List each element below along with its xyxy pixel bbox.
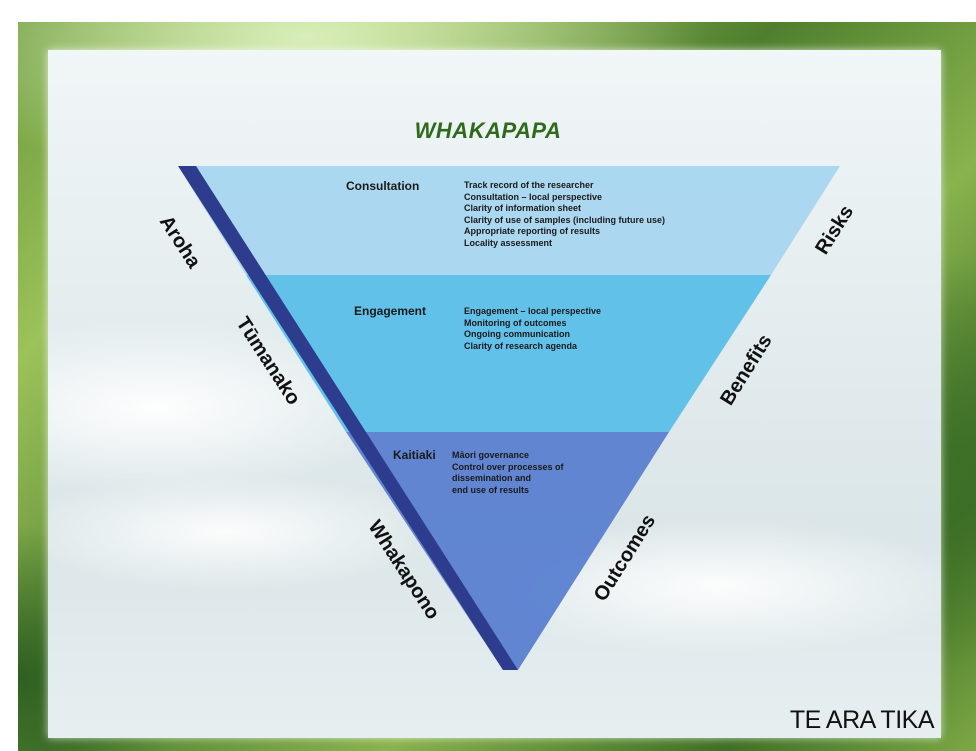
diagram-title: WHAKAPAPA xyxy=(414,118,562,143)
list-item: Māori governance xyxy=(452,450,530,460)
consultation-item-list: Track record of the researcher Consultat… xyxy=(464,180,665,249)
kaitiaki-item-list: Māori governance Control over processes … xyxy=(452,450,564,496)
left-edge-band xyxy=(178,166,518,670)
list-item: Clarity of information sheet xyxy=(464,203,582,213)
list-item: Engagement – local perspective xyxy=(464,306,602,316)
layer-title-kaitiaki: Kaitiaki xyxy=(393,448,436,462)
layer-title-consultation: Consultation xyxy=(346,179,420,193)
list-item: dissemination and xyxy=(452,473,532,483)
list-item: Clarity of use of samples (including fut… xyxy=(464,214,666,225)
layer-consultation-shape xyxy=(178,166,840,275)
list-item: Locality assessment xyxy=(464,237,553,248)
list-item: Clarity of research agenda xyxy=(464,340,578,351)
engagement-item-list: Engagement – local perspective Monitorin… xyxy=(464,306,601,352)
list-item: end use of results xyxy=(452,484,530,495)
list-item: Monitoring of outcomes xyxy=(464,317,567,328)
te-ara-tika-brand: TE ARA TIKA xyxy=(789,706,935,734)
layer-engagement-shape xyxy=(246,275,771,432)
layer-title-engagement: Engagement xyxy=(354,304,427,318)
list-item: Ongoing communication xyxy=(464,329,570,339)
list-item: Control over processes of xyxy=(452,461,564,472)
list-item: Track record of the researcher xyxy=(464,180,594,190)
layer-kaitiaki-shape xyxy=(346,432,669,670)
list-item: Appropriate reporting of results xyxy=(464,226,601,236)
list-item: Consultation – local perspective xyxy=(464,191,603,202)
